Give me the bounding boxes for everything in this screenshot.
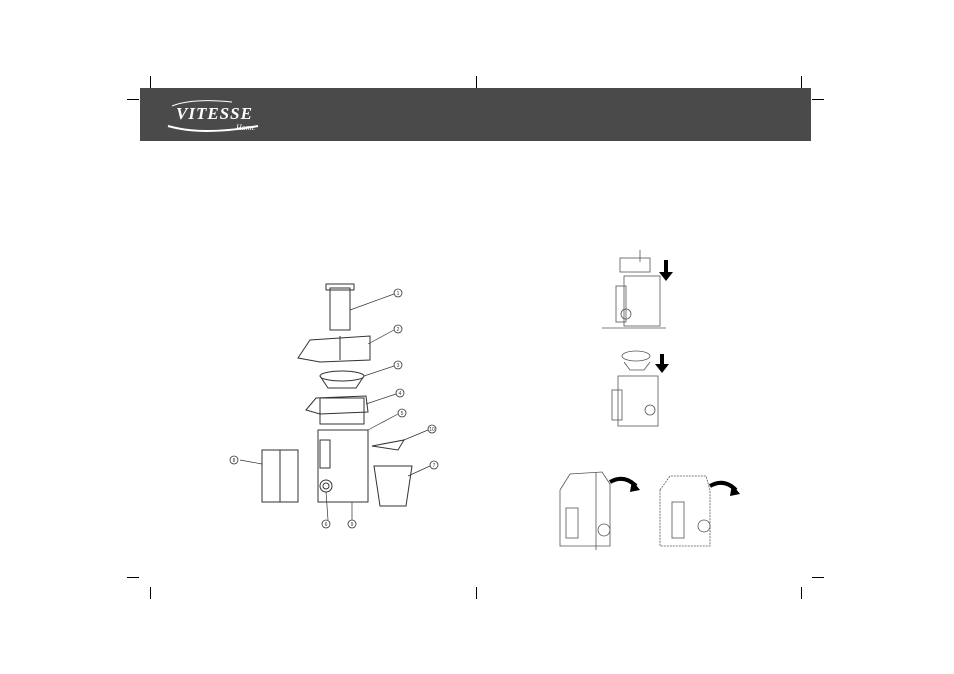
crop-mark — [127, 99, 139, 100]
assembly-step-3 — [560, 472, 610, 550]
down-arrow-icon — [659, 260, 673, 281]
callout-number: 1 — [397, 291, 400, 297]
crop-mark — [801, 76, 802, 88]
callout-numbers: 1 2 3 4 5 10 7 8 6 9 — [233, 291, 436, 528]
pulp-container-part — [262, 450, 298, 502]
assembly-step-1 — [602, 250, 666, 328]
brand-logo: VITESSE Home — [162, 96, 272, 136]
exploded-parts-diagram: 1 2 3 4 5 10 7 8 6 9 — [220, 280, 450, 540]
crop-mark — [801, 587, 802, 599]
curved-arrow-icon — [710, 483, 740, 496]
callout-number: 5 — [401, 411, 404, 417]
header-bar: VITESSE Home — [140, 88, 811, 141]
base-part — [318, 430, 368, 502]
bowl-part — [306, 396, 368, 424]
pusher-part — [326, 284, 354, 330]
callout-number: 8 — [233, 458, 236, 464]
callout-number: 9 — [351, 522, 354, 528]
crop-mark — [812, 99, 824, 100]
assembly-step-4 — [660, 476, 710, 546]
assembly-steps — [540, 250, 770, 550]
cover-part — [298, 336, 370, 362]
assembly-step-2 — [612, 351, 658, 426]
callout-number: 7 — [433, 463, 436, 469]
crop-mark — [150, 76, 151, 88]
crop-mark — [812, 577, 824, 578]
spout-part — [372, 440, 404, 450]
jug-part — [374, 466, 412, 506]
crop-mark — [127, 577, 139, 578]
crop-mark — [476, 587, 477, 599]
logo-text: VITESSE — [176, 104, 253, 124]
callout-number: 10 — [429, 427, 435, 433]
crop-mark — [150, 587, 151, 599]
logo-sub: Home — [236, 123, 255, 132]
callouts — [230, 289, 438, 528]
callout-number: 3 — [397, 363, 400, 369]
callout-number: 6 — [325, 522, 328, 528]
callout-number: 4 — [399, 391, 402, 397]
crop-mark — [476, 76, 477, 88]
curved-arrow-icon — [610, 479, 640, 492]
filter-part — [320, 371, 364, 388]
callout-number: 2 — [397, 327, 400, 333]
down-arrow-icon — [655, 354, 669, 373]
